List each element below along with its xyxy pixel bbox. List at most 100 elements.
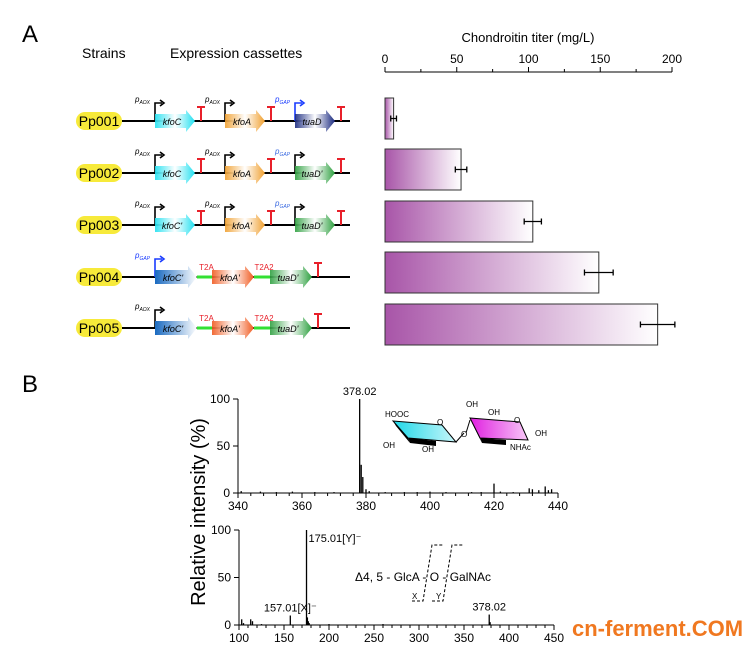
y-tick-label: 0 (224, 618, 231, 632)
gene-arrow (212, 266, 254, 288)
strain-pill (76, 164, 122, 182)
bar-Pp004 (384, 251, 600, 294)
x-tick-label: 440 (548, 499, 568, 513)
strain-label: Pp003 (79, 217, 120, 233)
x-tick-label: 150 (274, 631, 294, 645)
struct-label: OH (466, 400, 478, 409)
x-tick-label: 350 (454, 631, 474, 645)
gene-arrow (225, 214, 265, 236)
strain-pill (76, 268, 122, 286)
tick-label: 0 (382, 52, 389, 66)
terminator-icon (197, 158, 205, 173)
strain-label: Pp005 (79, 320, 120, 336)
tick-label: 50 (450, 52, 464, 66)
y-tick-label: 50 (218, 571, 232, 585)
cassette-diagrams: Pp001pAOXkfoCpAOXkfoApGAPtuaDPp002pAOXkf… (76, 95, 350, 339)
terminator-icon (337, 158, 345, 173)
gene-label: kfoA (233, 169, 251, 179)
promoter-label: pAOX (134, 95, 151, 106)
cleavage-y-label: Y (436, 592, 442, 601)
y-tick-label: 100 (211, 523, 231, 537)
gene-arrow (155, 317, 197, 339)
strains-header: Strains (82, 45, 126, 61)
x-tick-label: 360 (292, 499, 312, 513)
struct-label: OH (383, 441, 395, 450)
promoter-label: pAOX (204, 147, 221, 158)
gene-arrow (295, 162, 335, 184)
struct-label: OH (422, 445, 434, 454)
titer-bar-chart: 0 50 100 150 200 (382, 52, 682, 346)
error-bar (390, 115, 398, 122)
ms-ylabel: Relative intensity (%) (188, 418, 210, 606)
promoter-label: pGAP (134, 251, 151, 262)
x-tick-label: 400 (499, 631, 519, 645)
gene-arrow (270, 317, 312, 339)
gene-arrow (270, 266, 312, 288)
cleavage-text: Δ4, 5 - GlcA - O - GalNAc (355, 570, 491, 584)
panel-b-label: B (22, 371, 38, 398)
gene-arrow (155, 110, 195, 132)
peak-annotation: 378.02 (472, 602, 506, 614)
x-tick-label: 380 (356, 499, 376, 513)
linker-label: T2A (199, 263, 214, 272)
gene-label: tuaD' (302, 221, 323, 231)
y-tick-label: 50 (217, 439, 231, 453)
x-tick-label: 300 (409, 631, 429, 645)
struct-label: OH (535, 429, 547, 438)
x-tick-label: 450 (544, 631, 564, 645)
bar-Pp003 (384, 200, 534, 243)
terminator-icon (314, 262, 322, 277)
gene-label: tuaD' (302, 169, 323, 179)
terminator-icon (314, 313, 322, 328)
tick-label: 200 (662, 52, 682, 66)
cleavage-x-label: X (412, 592, 418, 601)
tick-label: 150 (590, 52, 610, 66)
promoter-label: pAOX (134, 302, 151, 313)
x-tick-label: 100 (229, 631, 249, 645)
terminator-icon (267, 210, 275, 225)
disaccharide-structure: HOOC OH OH OH OH OH NHAc O O O (383, 400, 547, 454)
gene-label: tuaD (302, 117, 322, 127)
gene-label: kfoA' (220, 273, 240, 283)
error-bar (639, 321, 676, 328)
peak-annotation: 157.01[X]⁻ (264, 603, 317, 615)
strain-pill (76, 216, 122, 234)
promoter-label: pGAP (274, 95, 291, 106)
panel-a-label: A (22, 21, 38, 48)
strain-pill (76, 319, 122, 337)
error-bar (523, 218, 543, 225)
gene-arrow (212, 317, 254, 339)
y-tick-label: 0 (223, 486, 230, 500)
gene-label: kfoA (233, 117, 251, 127)
error-bar (583, 269, 614, 276)
gene-label: kfoC (163, 169, 182, 179)
peak-annotation: 378.02 (343, 386, 377, 398)
promoter-label: pGAP (274, 199, 291, 210)
terminator-icon (197, 106, 205, 121)
linker-label: T2A2 (254, 263, 274, 272)
gene-arrow (225, 110, 265, 132)
strain-label: Pp002 (79, 165, 120, 181)
y-tick-label: 100 (210, 392, 230, 406)
x-tick-label: 420 (484, 499, 504, 513)
strain-label: Pp004 (79, 269, 120, 285)
gene-label: tuaD' (278, 324, 299, 334)
promoter-label: pAOX (204, 199, 221, 210)
struct-label: OH (488, 408, 500, 417)
struct-label: HOOC (385, 410, 409, 419)
peak-annotation: 175.01[Y]⁻ (309, 533, 362, 545)
struct-label: NHAc (510, 443, 531, 452)
terminator-icon (267, 106, 275, 121)
tick-label: 100 (518, 52, 538, 66)
watermark: cn-ferment.COM (572, 616, 743, 641)
promoter-label: pAOX (134, 199, 151, 210)
terminator-icon (267, 158, 275, 173)
struct-label: O (437, 418, 443, 427)
terminator-icon (337, 210, 345, 225)
error-bar (454, 166, 468, 173)
